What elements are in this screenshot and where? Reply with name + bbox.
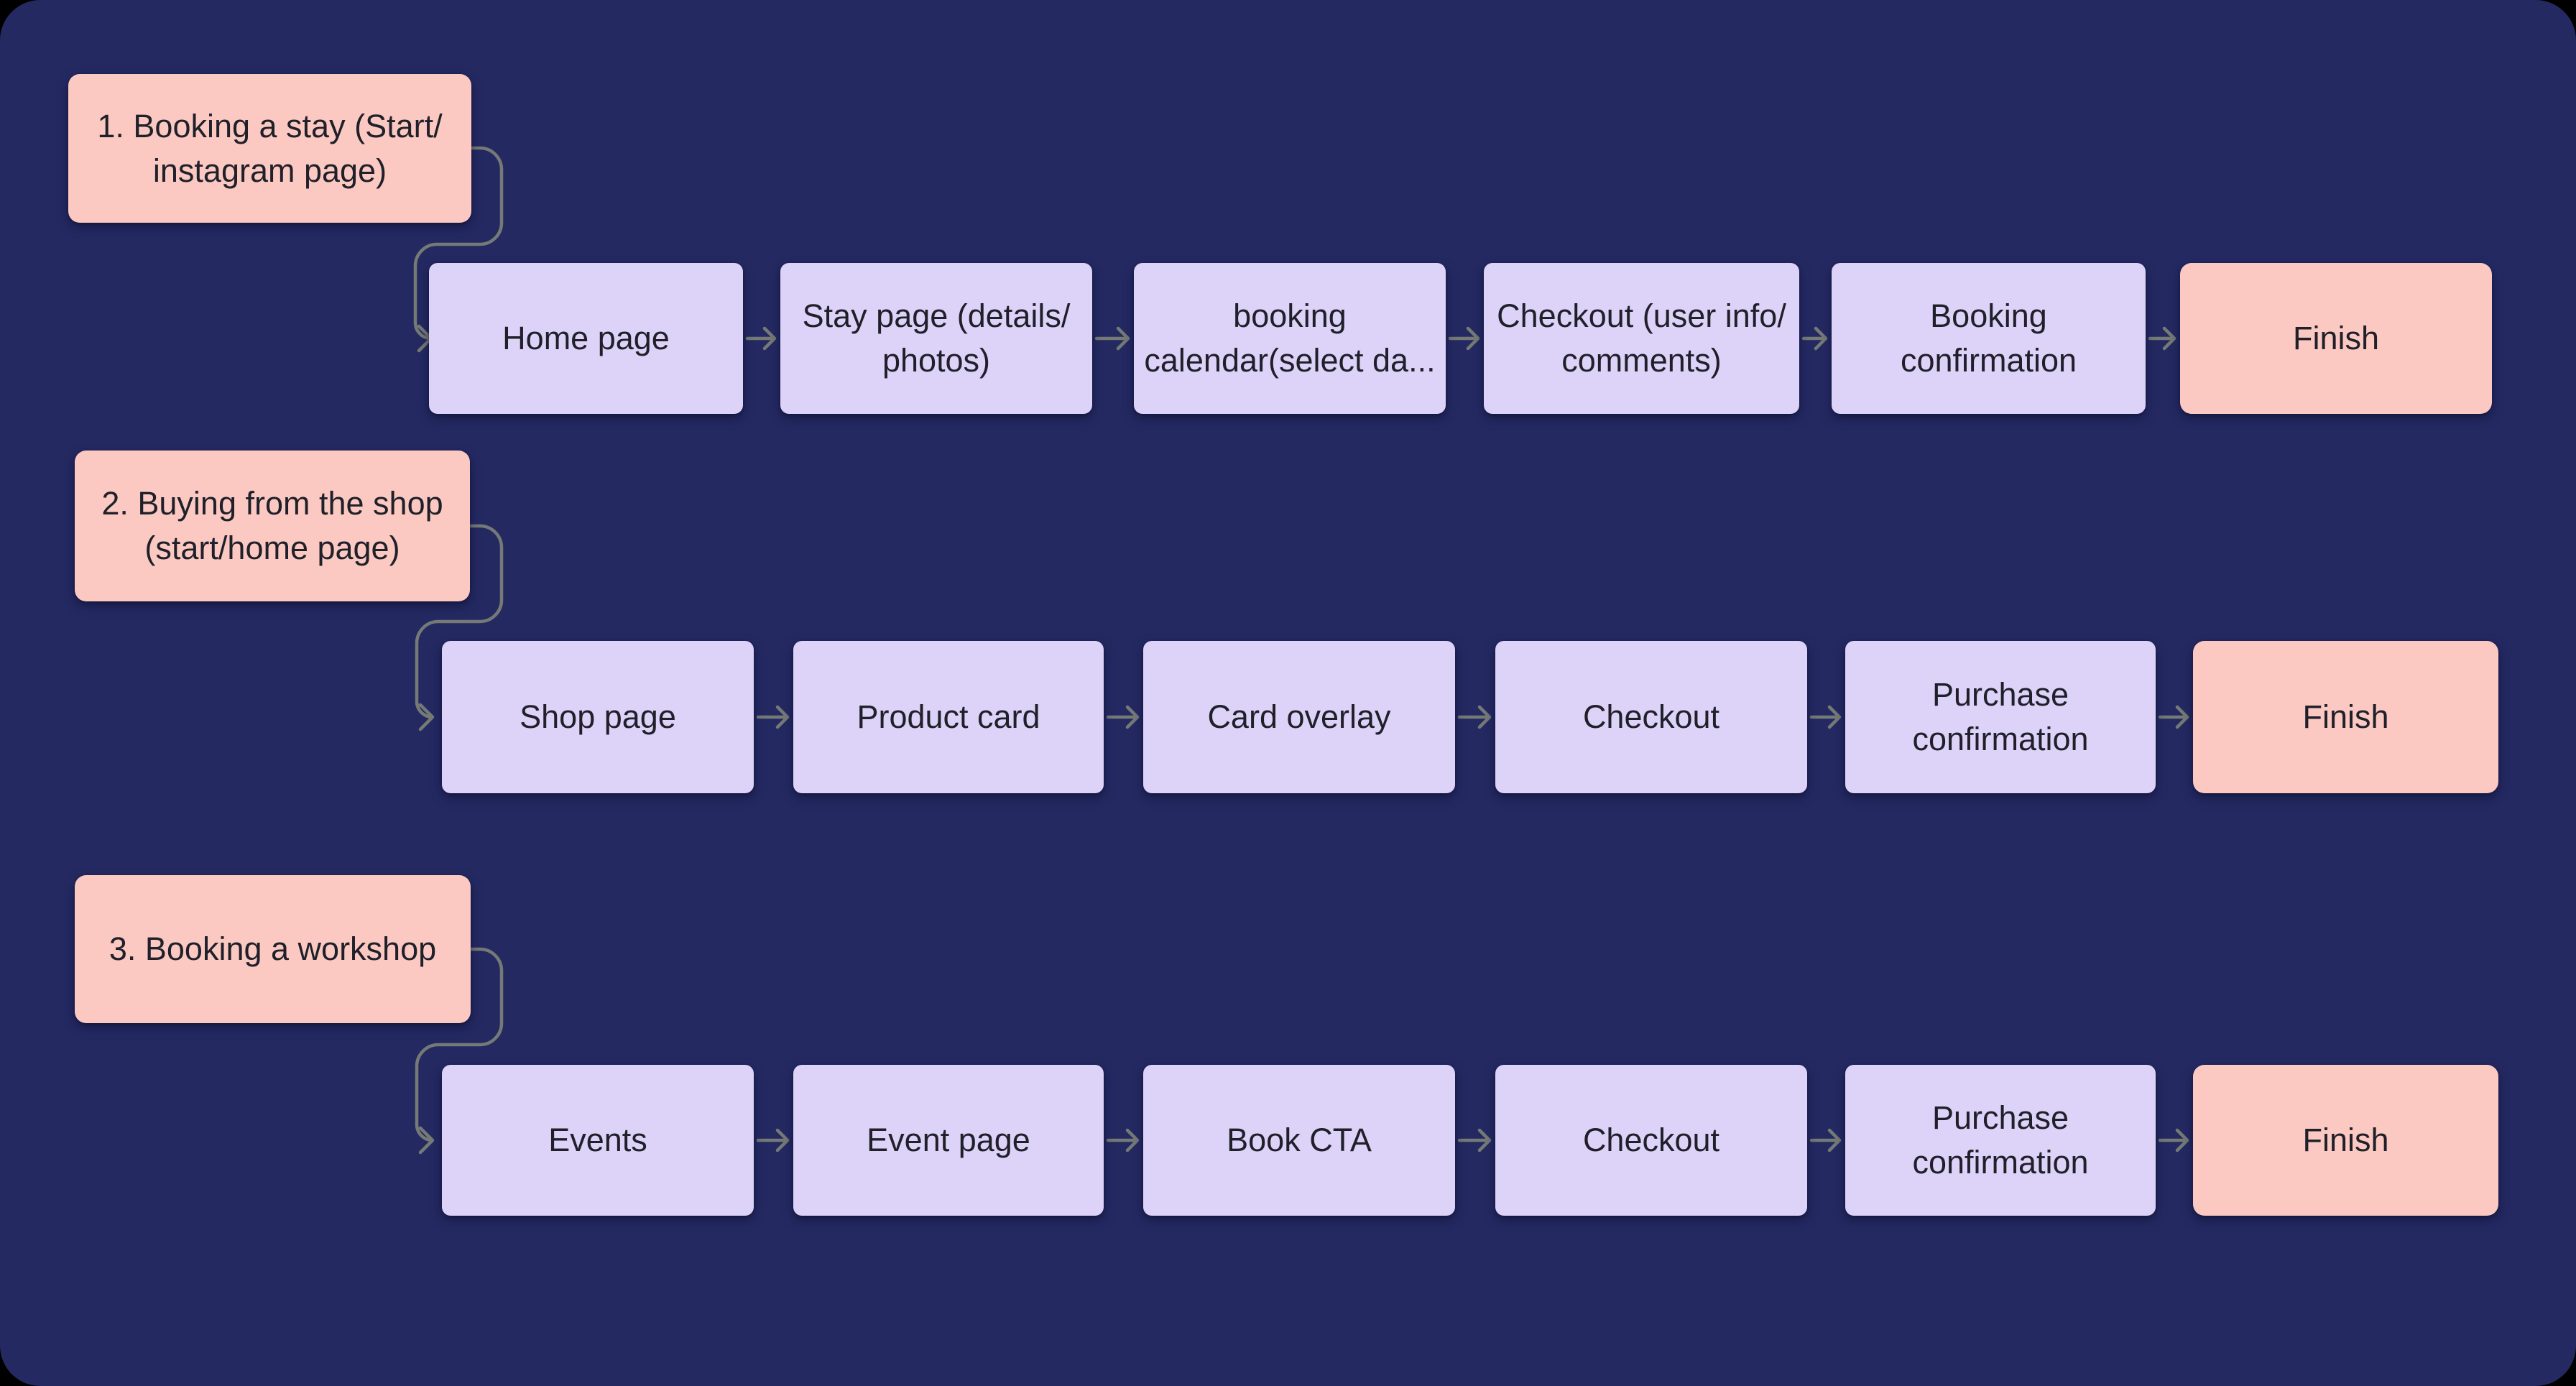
arrow-flow-2-1: [756, 705, 790, 729]
flow-3-step-checkout[interactable]: Checkout: [1495, 1065, 1807, 1216]
flow-3-step-book-cta[interactable]: Book CTA: [1143, 1065, 1455, 1216]
flow-3-start-label[interactable]: 3. Booking a workshop: [75, 875, 471, 1023]
arrow-flow-1-5: [2148, 326, 2176, 351]
arrow-flow-1-2: [1094, 326, 1130, 351]
flow-1-step-home-page[interactable]: Home page: [429, 263, 743, 414]
flow-3-step-event-page[interactable]: Event page: [793, 1065, 1104, 1216]
flow-1-finish[interactable]: Finish: [2180, 263, 2492, 414]
flow-2-step-checkout[interactable]: Checkout: [1495, 641, 1807, 793]
arrow-flow-2-2: [1106, 705, 1140, 729]
flow-3-step-purchase-confirmation[interactable]: Purchase confirmation: [1845, 1065, 2156, 1216]
flow-2-step-purchase-confirmation[interactable]: Purchase confirmation: [1845, 641, 2156, 793]
arrow-flow-1-3: [1448, 326, 1480, 351]
arrow-flow-3-5: [2158, 1128, 2189, 1152]
flow-2-start-label[interactable]: 2. Buying from the shop (start/home page…: [75, 451, 470, 601]
arrow-flow-1-1: [745, 326, 777, 351]
arrow-flow-3-3: [1457, 1128, 1492, 1152]
arrow-flow-3-4: [1809, 1128, 1842, 1152]
arrow-flow-2-4: [1809, 705, 1842, 729]
flow-1-start-label[interactable]: 1. Booking a stay (Start/ instagram page…: [68, 74, 471, 223]
arrow-flow-2-3: [1457, 705, 1492, 729]
arrow-flow-2-5: [2158, 705, 2189, 729]
arrow-flow-3-1: [756, 1128, 790, 1152]
flow-1-step-stay-page[interactable]: Stay page (details/ photos): [780, 263, 1092, 414]
flow-2-step-card-overlay[interactable]: Card overlay: [1143, 641, 1455, 793]
flow-2-finish[interactable]: Finish: [2193, 641, 2498, 793]
arrow-flow-3-2: [1106, 1128, 1140, 1152]
flow-3-finish[interactable]: Finish: [2193, 1065, 2498, 1216]
flow-1-step-checkout[interactable]: Checkout (user info/ comments): [1484, 263, 1799, 414]
flow-2-step-product-card[interactable]: Product card: [793, 641, 1104, 793]
flow-2-step-shop-page[interactable]: Shop page: [442, 641, 754, 793]
flow-1-step-booking-calendar[interactable]: booking calendar(select da...: [1134, 263, 1446, 414]
arrow-flow-1-4: [1801, 326, 1828, 351]
flow-3-step-events[interactable]: Events: [442, 1065, 754, 1216]
flow-1-step-booking-confirmation[interactable]: Booking confirmation: [1832, 263, 2146, 414]
